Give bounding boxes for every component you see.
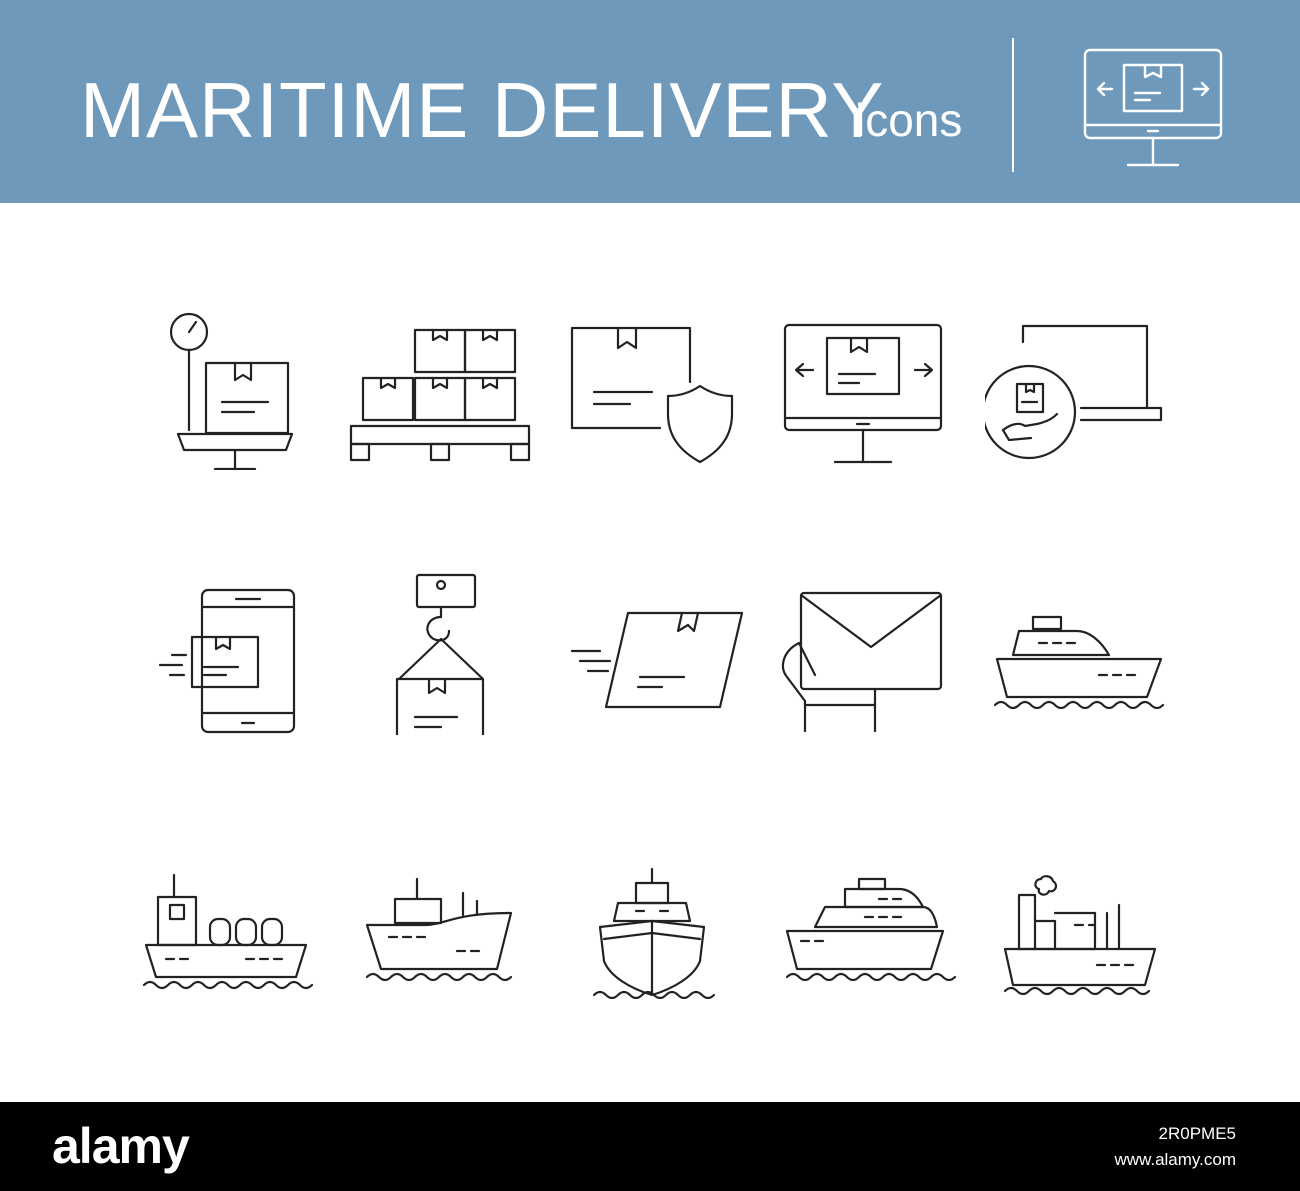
- smartphone-delivery-icon: [130, 555, 330, 735]
- pallet-boxes-icon: [345, 290, 545, 470]
- scale-box-icon: [130, 290, 330, 470]
- crane-hook-box-icon: [345, 555, 545, 735]
- cruise-ship-icon: [775, 865, 975, 1045]
- hand-envelope-icon: [775, 555, 975, 735]
- fast-delivery-box-icon: [560, 555, 760, 735]
- page-subtitle: icons: [855, 94, 963, 146]
- stock-id: 2R0PME5: [1158, 1124, 1236, 1143]
- steam-ship-icon: [985, 865, 1185, 1045]
- stock-url: www.alamy.com: [1114, 1150, 1236, 1169]
- monitor-package-icon: [1083, 48, 1223, 167]
- laptop-delivery-icon: [985, 290, 1185, 470]
- icon-grid: [130, 290, 1190, 1030]
- ferry-boat-icon: [985, 555, 1185, 735]
- tanker-ship-icon: [130, 865, 330, 1045]
- protected-package-icon: [560, 290, 760, 470]
- monitor-package-icon: [775, 290, 975, 470]
- alamy-logo: alamy: [52, 1118, 190, 1174]
- cargo-ship-icon: [345, 865, 545, 1045]
- footer-bar: [0, 1102, 1300, 1191]
- header-divider: [1012, 38, 1014, 172]
- page-title: MARITIME DELIVERY: [80, 66, 885, 154]
- header-banner: MARITIME DELIVERY icons: [0, 0, 1300, 203]
- ship-front-icon: [560, 865, 760, 1045]
